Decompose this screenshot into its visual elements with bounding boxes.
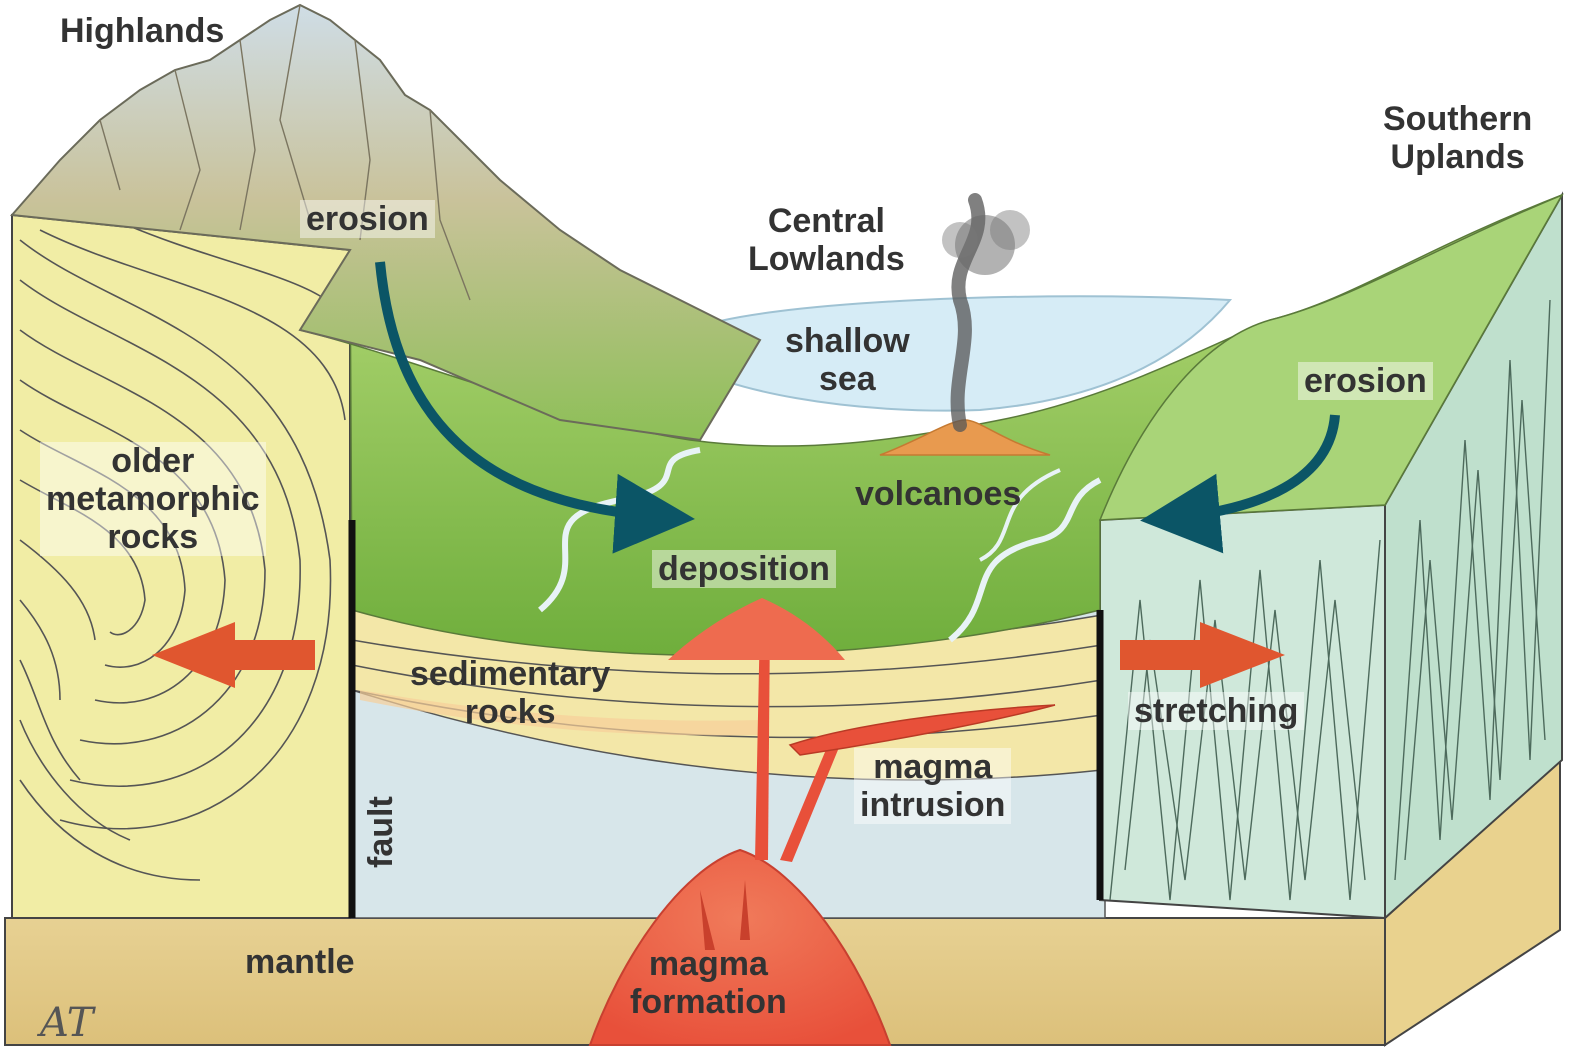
label-older-metamorphic-rocks: older metamorphic rocks: [40, 442, 266, 556]
artist-signature: AT: [40, 1000, 93, 1046]
label-erosion-uplands: erosion: [1298, 362, 1433, 400]
metamorphic-rock-block: [12, 215, 350, 918]
label-volcanoes: volcanoes: [855, 475, 1021, 513]
label-sedimentary-rocks: sedimentary rocks: [410, 655, 610, 731]
label-stretching: stretching: [1128, 692, 1304, 730]
label-central-lowlands: Central Lowlands: [748, 202, 905, 278]
label-deposition: deposition: [652, 550, 836, 588]
label-fault: fault: [362, 796, 400, 868]
label-southern-uplands: Southern Uplands: [1383, 100, 1532, 176]
label-mantle: mantle: [245, 943, 355, 981]
label-magma-formation: magma formation: [630, 945, 787, 1021]
label-highlands: Highlands: [60, 12, 224, 50]
label-erosion-highlands: erosion: [300, 200, 435, 238]
label-magma-intrusion: magma intrusion: [854, 748, 1011, 824]
label-shallow-sea: shallow sea: [785, 322, 910, 398]
